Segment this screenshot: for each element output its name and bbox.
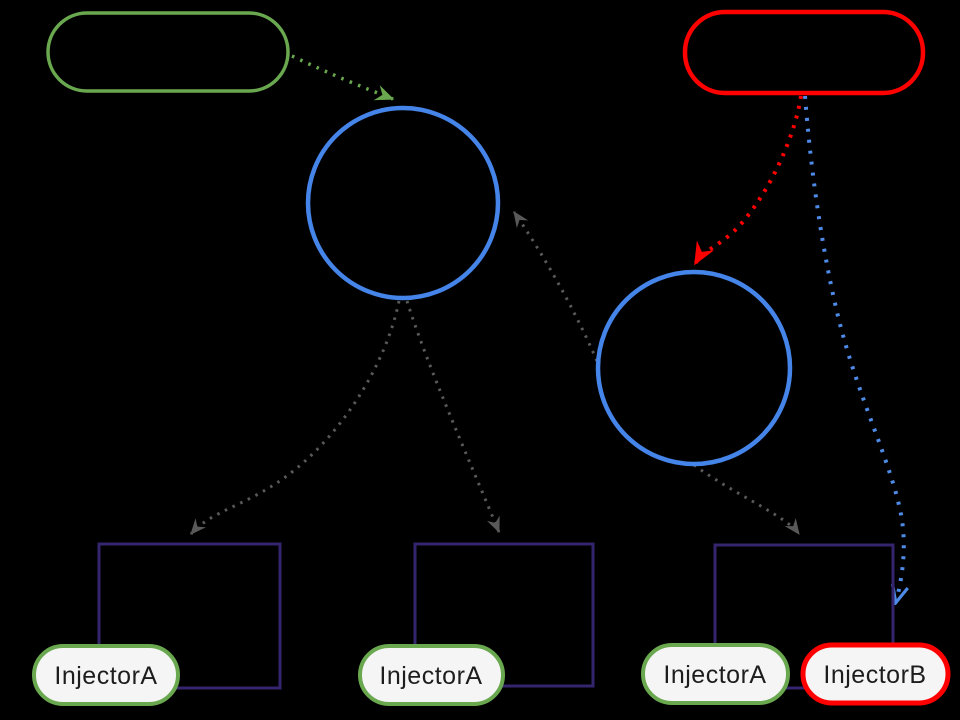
injector-badge-a-2-label: InjectorA [379, 662, 482, 690]
green-stadium-node [46, 11, 290, 93]
edge-circle-left-to-box-middle [405, 300, 501, 534]
injector-badge-a-2-pill [358, 644, 505, 706]
component-box-middle [413, 542, 595, 688]
edge-red-stadium-to-circle-right [693, 95, 803, 266]
edge-circle-left-to-box-left [189, 300, 401, 535]
circle-node-left [305, 105, 501, 301]
injector-badge-a-3: InjectorA [641, 643, 790, 705]
injector-badge-a-1: InjectorA [32, 644, 180, 706]
injector-badge-a-2: InjectorA [358, 644, 505, 706]
injector-badge-a-1-label: InjectorA [54, 662, 157, 690]
injector-badge-a-3-pill [641, 643, 790, 705]
injector-badge-a-3-label: InjectorA [663, 661, 766, 689]
component-box-left [97, 542, 282, 690]
edge-circle-right-to-circle-left [512, 211, 599, 362]
edge-circle-right-to-box-right [693, 463, 801, 535]
injector-badge-b: InjectorB [800, 642, 951, 706]
circle-node-right [595, 269, 793, 467]
edge-green-stadium-to-circle-left [291, 54, 395, 101]
edge-red-stadium-to-box-right [803, 95, 904, 602]
injector-badge-b-pill [800, 642, 951, 706]
injector-badge-b-label: InjectorB [823, 661, 926, 689]
injector-badge-a-1-pill [32, 644, 180, 706]
red-stadium-node [682, 9, 926, 96]
